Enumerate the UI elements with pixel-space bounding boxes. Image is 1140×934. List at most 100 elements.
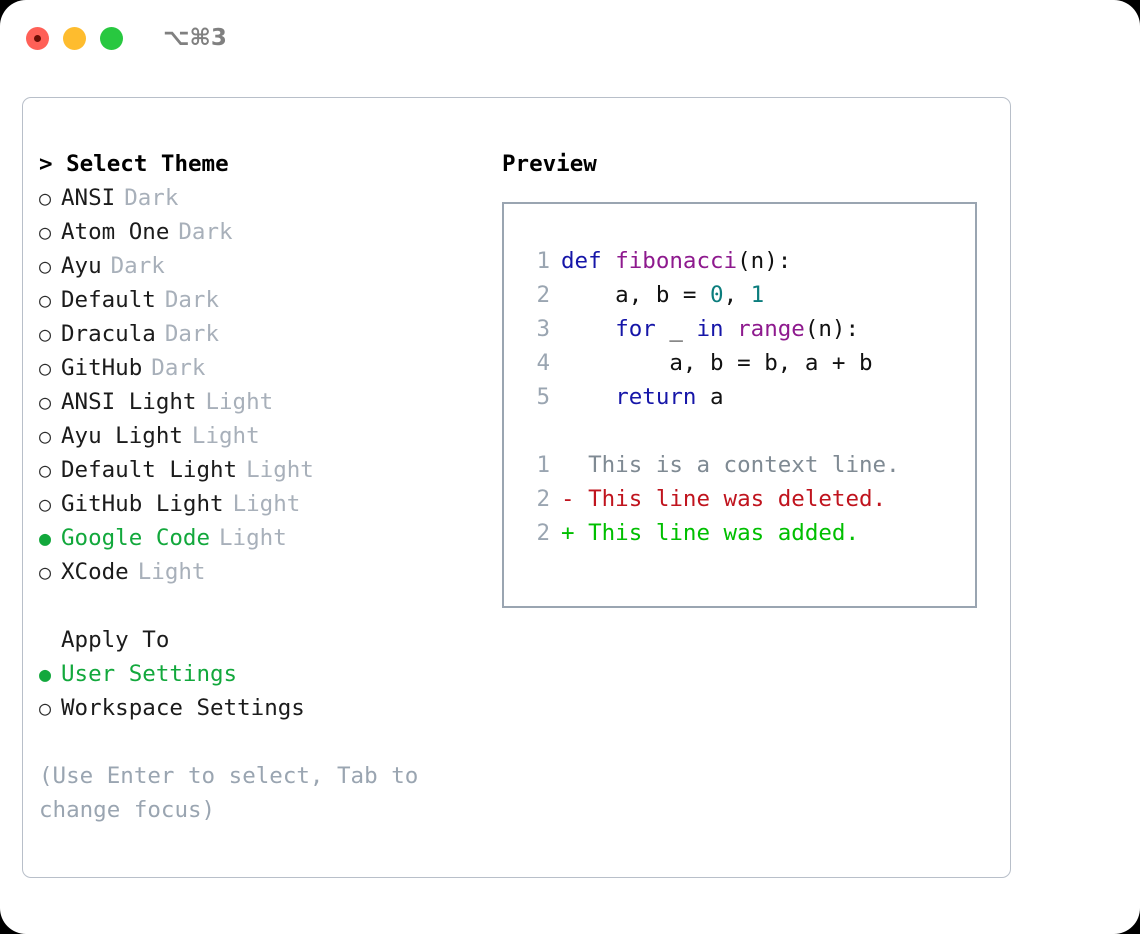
theme-option-name: Dracula	[61, 321, 156, 347]
code-token-txt: a	[696, 384, 724, 410]
code-token-punc: (n):	[804, 316, 860, 342]
theme-option-name: XCode	[61, 559, 129, 585]
apply-to-option-user-settings[interactable]: ● User Settings	[39, 657, 489, 691]
theme-option-category: Light	[191, 423, 260, 449]
code-line: 5 return a	[524, 380, 975, 414]
theme-option-name: GitHub	[61, 355, 143, 381]
theme-option-name: Ayu	[61, 253, 102, 279]
code-line-number: 3	[536, 316, 550, 342]
theme-option-xcode[interactable]: ○ XCode Light	[39, 555, 489, 589]
code-line-text: for _ in range(n):	[561, 312, 859, 346]
apply-to-header: Apply To	[61, 627, 170, 653]
radio-unselected-icon[interactable]: ○	[39, 458, 52, 482]
radio-unselected-icon[interactable]: ○	[39, 186, 52, 210]
radio-selected-icon[interactable]: ●	[39, 662, 52, 686]
theme-option-category: Dark	[164, 287, 220, 313]
apply-to-option-name: User Settings	[61, 661, 238, 687]
apply-to-option-workspace-settings[interactable]: ○ Workspace Settings	[39, 691, 489, 725]
radio-unselected-icon[interactable]: ○	[39, 560, 52, 584]
window-controls	[26, 26, 123, 50]
theme-option-name: GitHub Light	[61, 491, 224, 517]
theme-option-category: Dark	[164, 321, 220, 347]
code-line-number: 4	[536, 350, 550, 376]
theme-option-ansi[interactable]: ○ ANSI Dark	[39, 181, 489, 215]
radio-unselected-icon[interactable]: ○	[39, 254, 52, 278]
minimize-window-icon[interactable]	[63, 26, 86, 50]
code-token-txt	[561, 316, 615, 342]
code-token-num: 1	[750, 282, 765, 308]
code-line: 2 a, b = 0, 1	[524, 278, 975, 312]
radio-unselected-icon[interactable]: ○	[39, 390, 52, 414]
diff-marker	[561, 448, 575, 482]
code-token-kw: def	[561, 248, 602, 274]
theme-option-google-code[interactable]: ● Google Code Light	[39, 521, 489, 555]
code-token-txt: _	[655, 316, 697, 342]
radio-unselected-icon[interactable]: ○	[39, 220, 52, 244]
theme-option-category: Light	[137, 559, 206, 585]
title-bar: ⌥⌘3	[0, 0, 1140, 76]
diff-marker: -	[561, 486, 575, 512]
theme-option-category: Dark	[151, 355, 206, 381]
theme-option-category: Light	[232, 491, 301, 517]
code-line: 3 for _ in range(n):	[524, 312, 975, 346]
theme-option-category: Dark	[178, 219, 233, 245]
theme-option-name: ANSI	[61, 185, 116, 211]
code-token-txt	[602, 248, 616, 274]
help-hint-text: (Use Enter to select, Tab to change focu…	[39, 763, 419, 823]
diff-marker: +	[561, 520, 575, 546]
radio-unselected-icon[interactable]: ○	[39, 322, 52, 346]
code-token-txt	[561, 384, 615, 410]
spacer	[39, 589, 489, 623]
radio-unselected-icon[interactable]: ○	[39, 492, 52, 516]
theme-option-ayu[interactable]: ○ Ayu Dark	[39, 249, 489, 283]
code-token-txt: ,	[723, 282, 751, 308]
code-token-fn: fibonacci	[615, 248, 738, 274]
select-theme-header: > Select Theme	[39, 151, 229, 177]
theme-option-category: Dark	[110, 253, 165, 279]
code-token-txt: a, b = b, a + b	[561, 350, 873, 376]
diff-line-number: 2	[536, 520, 550, 546]
theme-option-category: Light	[219, 525, 287, 551]
code-line-number: 5	[536, 384, 550, 410]
theme-option-category: Dark	[124, 185, 179, 211]
radio-unselected-icon[interactable]: ○	[39, 356, 52, 380]
code-token-txt: a, b =	[561, 282, 711, 308]
diff-line-text: This is a context line.	[574, 452, 900, 478]
diff-line-text: This line was deleted.	[574, 486, 887, 512]
theme-option-github-light[interactable]: ○ GitHub Light Light	[39, 487, 489, 521]
theme-option-default[interactable]: ○ Default Dark	[39, 283, 489, 317]
radio-selected-icon[interactable]: ●	[39, 526, 52, 550]
theme-option-github[interactable]: ○ GitHub Dark	[39, 351, 489, 385]
apply-to-option-name: Workspace Settings	[61, 695, 305, 721]
close-window-icon[interactable]	[26, 26, 49, 50]
code-line-number: 2	[536, 282, 550, 308]
theme-option-name: Google Code	[61, 525, 211, 551]
code-line-text: def fibonacci(n):	[561, 244, 791, 278]
code-line: 4 a, b = b, a + b	[524, 346, 975, 380]
code-line-text: a, b = b, a + b	[561, 346, 873, 380]
apply-to-option-list: ● User Settings ○ Workspace Settings	[39, 657, 489, 725]
zoom-window-icon[interactable]	[100, 26, 123, 50]
theme-option-name: Default	[61, 287, 156, 313]
keyboard-shortcut-label: ⌥⌘3	[163, 25, 227, 51]
radio-unselected-icon[interactable]: ○	[39, 424, 52, 448]
radio-unselected-icon[interactable]: ○	[39, 696, 52, 720]
code-line-text: a, b = 0, 1	[561, 278, 764, 312]
theme-option-name: Default Light	[61, 457, 238, 483]
spacer	[524, 414, 975, 448]
code-token-num: 0	[710, 282, 724, 308]
radio-unselected-icon[interactable]: ○	[39, 288, 52, 312]
code-line-text: return a	[561, 380, 724, 414]
theme-option-dracula[interactable]: ○ Dracula Dark	[39, 317, 489, 351]
diff-line-number: 1	[536, 452, 550, 478]
